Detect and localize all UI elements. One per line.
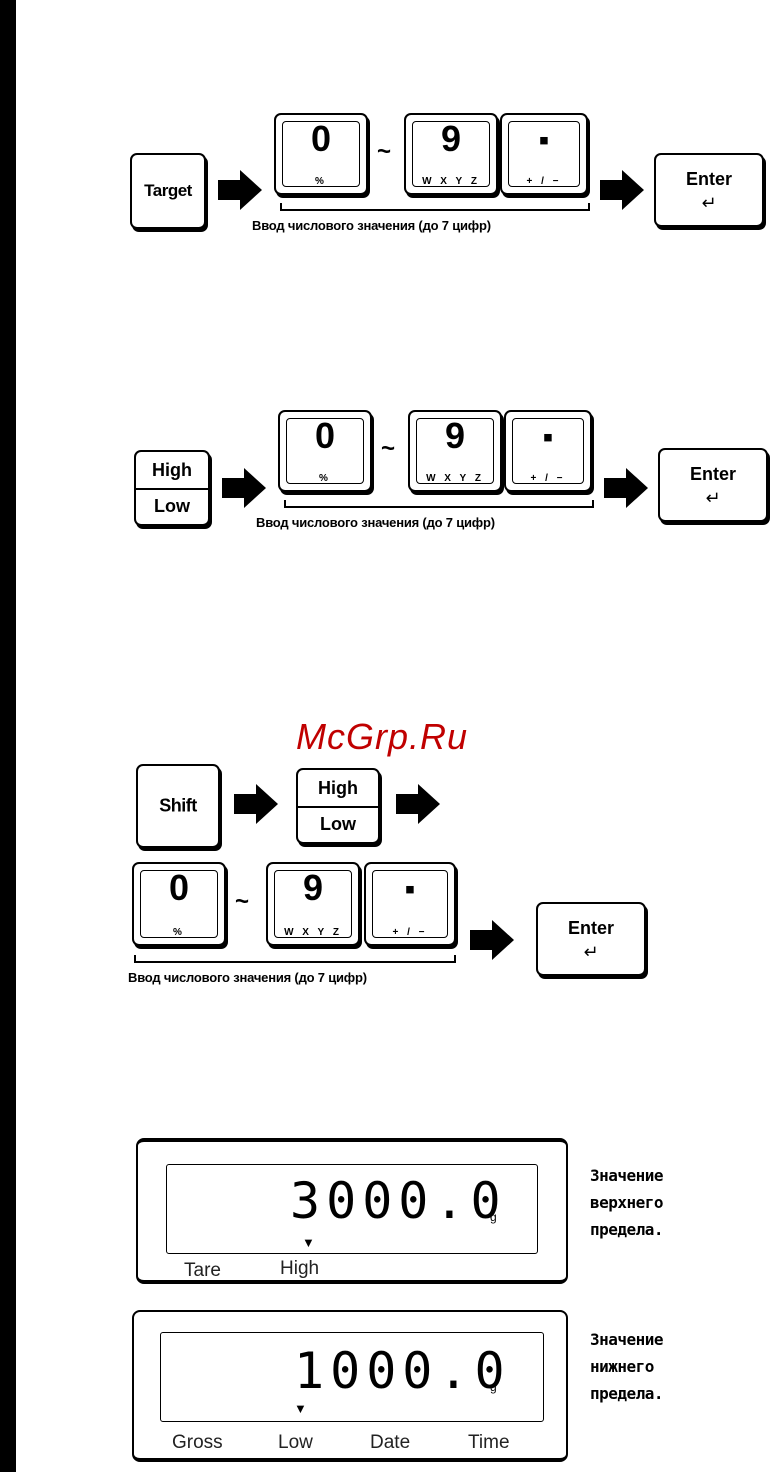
right-arrow-icon — [470, 920, 514, 960]
nine-key-sub: W X Y Z — [422, 176, 480, 187]
right-arrow-icon — [604, 468, 648, 508]
watermark: McGrp.Ru — [296, 716, 469, 757]
zero-key-label: 0 — [310, 118, 332, 159]
upper-limit-description: Значение верхнего предела. — [590, 1162, 664, 1243]
indicator-gross: Gross — [172, 1432, 223, 1453]
zero-key-inner — [140, 870, 218, 938]
display-screen — [166, 1164, 538, 1254]
high-low-key[interactable]: High Low — [296, 768, 380, 844]
dot-key[interactable]: ▪ + / − — [500, 113, 588, 195]
high-low-key[interactable]: High Low — [134, 450, 210, 526]
enter-key-label: Enter — [567, 918, 614, 938]
dot-key-sub: + / − — [526, 176, 562, 187]
display-marker-icon: ▼ — [294, 1401, 307, 1416]
zero-key[interactable]: 0 % — [132, 862, 226, 946]
indicator-high: High — [280, 1258, 320, 1279]
display-value: 1000.0 — [294, 1342, 511, 1400]
zero-key-inner — [286, 418, 364, 484]
description-line: Значение — [590, 1166, 664, 1185]
enter-return-icon: ↵ — [583, 942, 599, 962]
input-bracket — [134, 955, 456, 963]
zero-key-inner — [282, 121, 360, 187]
display-marker-icon: ▼ — [302, 1235, 315, 1250]
lower-limit-display: 1000.0 g ▼ Gross Low Date Time — [132, 1310, 568, 1462]
description-line: нижнего — [590, 1357, 654, 1376]
right-arrow-icon — [218, 170, 262, 210]
nine-key[interactable]: 9 W X Y Z — [408, 410, 502, 492]
zero-key-sub: % — [173, 927, 185, 938]
nine-key[interactable]: 9 W X Y Z — [404, 113, 498, 195]
description-line: предела. — [590, 1384, 664, 1403]
description-line: верхнего — [590, 1193, 664, 1212]
indicator-time: Time — [468, 1432, 510, 1453]
indicator-date: Date — [370, 1432, 411, 1453]
right-arrow-icon — [234, 784, 278, 824]
dot-key-label: ▪ — [538, 124, 550, 157]
description-line: предела. — [590, 1220, 664, 1239]
nine-key-inner — [274, 870, 352, 938]
left-black-bar — [0, 0, 16, 1472]
indicator-low: Low — [278, 1432, 313, 1453]
right-arrow-icon — [600, 170, 644, 210]
enter-return-icon: ↵ — [705, 488, 721, 508]
enter-return-icon: ↵ — [701, 193, 717, 213]
dot-key-inner — [372, 870, 448, 938]
low-label: Low — [320, 813, 356, 834]
dot-key[interactable]: ▪ + / − — [364, 862, 456, 946]
upper-limit-display: 3000.0 g ▼ Tare High — [136, 1138, 568, 1284]
range-tilde: ~ — [381, 435, 396, 462]
shift-key-label: Shift — [159, 795, 197, 816]
input-bracket — [284, 500, 594, 508]
nine-key-label: 9 — [444, 415, 466, 456]
description-line: Значение — [590, 1330, 664, 1349]
dot-key-inner — [512, 418, 584, 484]
high-label: High — [136, 452, 208, 490]
nine-key[interactable]: 9 W X Y Z — [266, 862, 360, 946]
input-bracket — [280, 203, 590, 211]
target-key[interactable]: Target — [130, 153, 206, 229]
dot-key-label: ▪ — [404, 873, 416, 906]
range-tilde: ~ — [235, 888, 250, 915]
dot-key-sub: + / − — [530, 473, 566, 484]
input-caption: Ввод числового значения (до 7 цифр) — [128, 970, 367, 985]
display-screen — [160, 1332, 544, 1422]
high-label: High — [298, 770, 378, 808]
zero-key[interactable]: 0 % — [278, 410, 372, 492]
range-tilde: ~ — [377, 138, 392, 165]
zero-key-label: 0 — [168, 867, 190, 908]
lower-limit-description: Значение нижнего предела. — [590, 1326, 664, 1407]
zero-key-sub: % — [315, 176, 327, 187]
input-caption: Ввод числового значения (до 7 цифр) — [252, 218, 491, 233]
nine-key-label: 9 — [302, 867, 324, 908]
enter-key-label: Enter — [689, 464, 736, 484]
nine-key-sub: W X Y Z — [284, 927, 342, 938]
display-unit: g — [490, 1210, 497, 1224]
nine-key-inner — [412, 121, 490, 187]
shift-key[interactable]: Shift — [136, 764, 220, 848]
enter-key[interactable]: Enter ↵ — [658, 448, 768, 522]
indicator-tare: Tare — [184, 1260, 221, 1281]
zero-key[interactable]: 0 % — [274, 113, 368, 195]
target-key-label: Target — [144, 181, 192, 200]
low-label: Low — [154, 495, 190, 516]
dot-key-sub: + / − — [392, 927, 428, 938]
dot-key-label: ▪ — [542, 421, 554, 454]
input-caption: Ввод числового значения (до 7 цифр) — [256, 515, 495, 530]
dot-key-inner — [508, 121, 580, 187]
display-unit: g — [490, 1380, 497, 1394]
display-value: 3000.0 — [290, 1172, 507, 1230]
nine-key-inner — [416, 418, 494, 484]
zero-key-sub: % — [319, 473, 331, 484]
right-arrow-icon — [222, 468, 266, 508]
enter-key[interactable]: Enter ↵ — [536, 902, 646, 976]
right-arrow-icon — [396, 784, 440, 824]
dot-key[interactable]: ▪ + / − — [504, 410, 592, 492]
nine-key-label: 9 — [440, 118, 462, 159]
enter-key-label: Enter — [685, 169, 732, 189]
enter-key[interactable]: Enter ↵ — [654, 153, 764, 227]
zero-key-label: 0 — [314, 415, 336, 456]
nine-key-sub: W X Y Z — [426, 473, 484, 484]
